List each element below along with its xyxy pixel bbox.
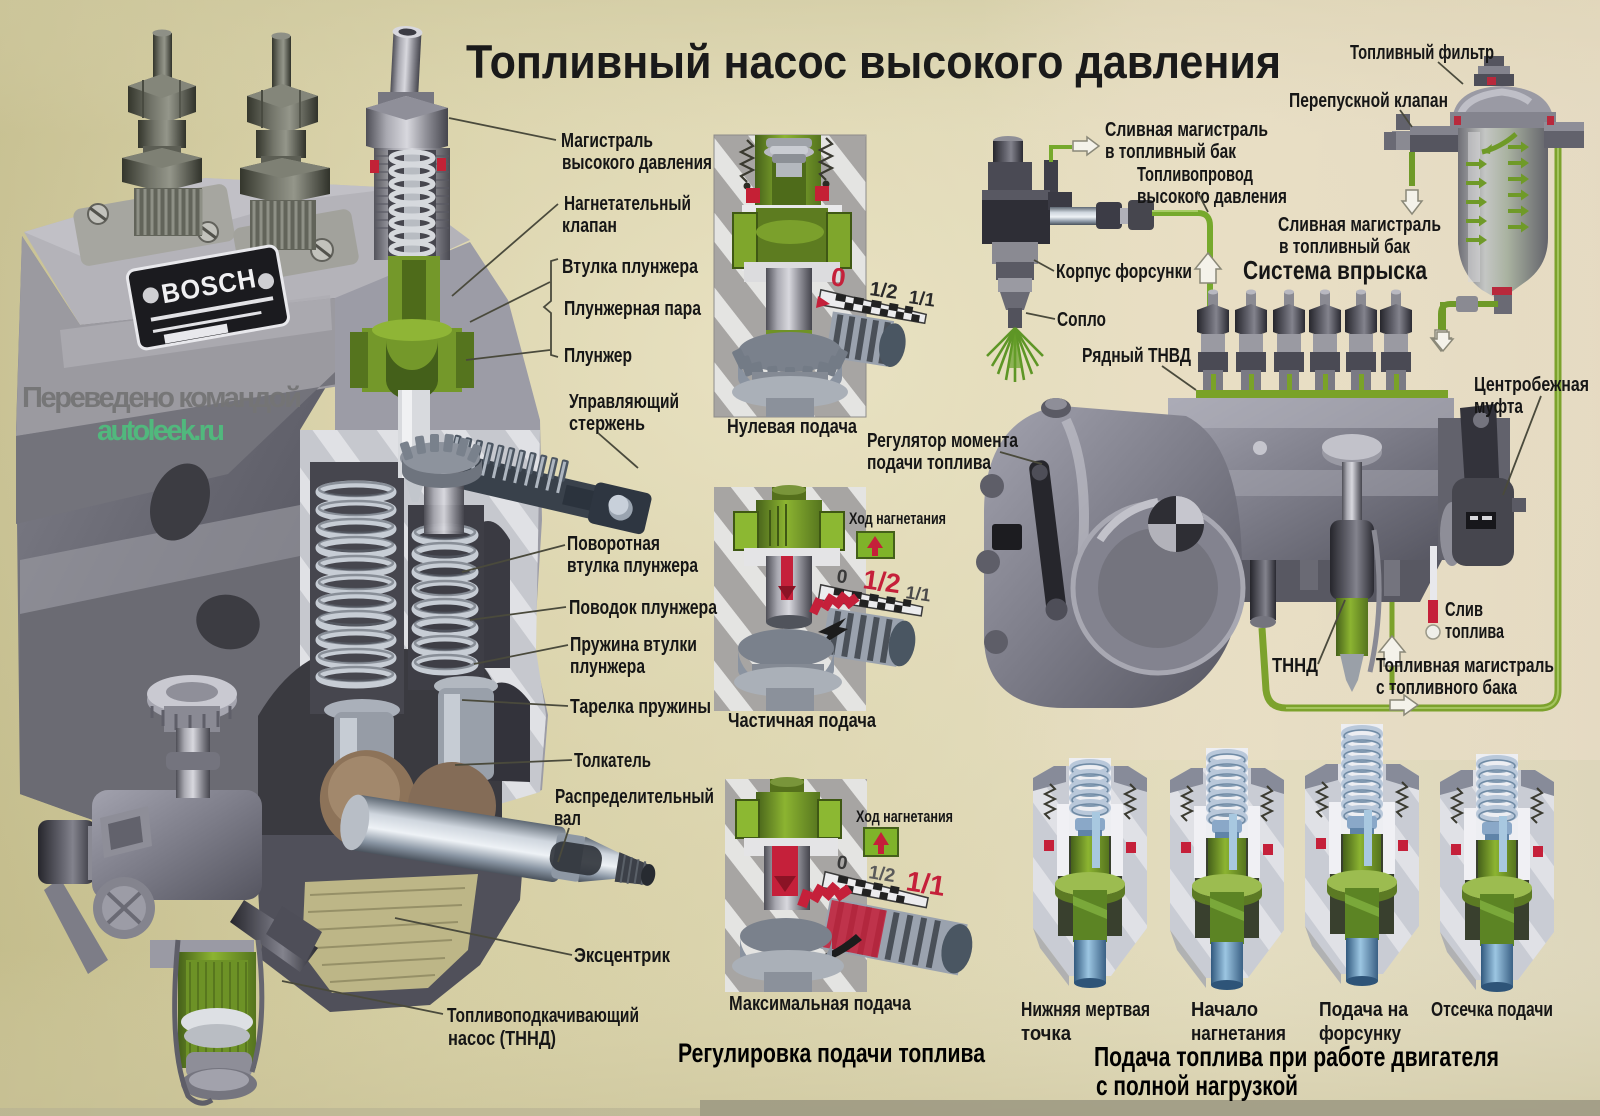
svg-text:Распределительный: Распределительный	[555, 786, 714, 808]
svg-text:Пружина втулки: Пружина втулки	[570, 634, 697, 656]
svg-text:в топливный бак: в топливный бак	[1279, 236, 1411, 258]
svg-text:Ход нагнетания: Ход нагнетания	[856, 807, 953, 826]
svg-text:с полной нагрузкой: с полной нагрузкой	[1096, 1070, 1298, 1101]
svg-text:Система впрыска: Система впрыска	[1243, 255, 1427, 285]
svg-text:Перепускной клапан: Перепускной клапан	[1289, 90, 1448, 112]
svg-text:ТННД: ТННД	[1272, 655, 1318, 677]
svg-text:вал: вал	[554, 808, 581, 830]
svg-text:Плунжерная пара: Плунжерная пара	[564, 298, 702, 320]
svg-text:Поворотная: Поворотная	[567, 533, 660, 555]
svg-text:топлива: топлива	[1445, 621, 1505, 643]
svg-text:высокого давления: высокого давления	[1137, 186, 1287, 208]
svg-text:Нулевая подача: Нулевая подача	[727, 416, 858, 438]
svg-text:autoleek.ru: autoleek.ru	[97, 415, 225, 447]
svg-text:Сливная магистраль: Сливная магистраль	[1278, 214, 1441, 236]
svg-text:нагнетания: нагнетания	[1191, 1023, 1286, 1045]
svg-text:Максимальная подача: Максимальная подача	[729, 993, 912, 1015]
svg-text:Начало: Начало	[1191, 999, 1258, 1021]
svg-text:Центробежная: Центробежная	[1474, 374, 1589, 396]
svg-text:Нижняя мертвая: Нижняя мертвая	[1021, 999, 1150, 1021]
svg-text:подачи топлива: подачи топлива	[867, 452, 992, 474]
svg-text:0: 0	[835, 566, 848, 588]
svg-text:точка: точка	[1021, 1023, 1072, 1045]
svg-text:Слив: Слив	[1445, 599, 1483, 621]
svg-text:Топливный насос высокого давле: Топливный насос высокого давления	[466, 35, 1281, 88]
svg-text:Регулировка подачи топлива: Регулировка подачи топлива	[678, 1038, 986, 1068]
svg-text:1/1: 1/1	[904, 865, 947, 902]
svg-text:стержень: стержень	[569, 413, 645, 435]
svg-text:1/2: 1/2	[867, 862, 896, 887]
svg-text:Управляющий: Управляющий	[569, 391, 679, 413]
svg-text:0: 0	[829, 261, 848, 293]
svg-text:0: 0	[835, 852, 849, 874]
svg-text:Регулятор момента: Регулятор момента	[867, 430, 1019, 452]
svg-text:1/2: 1/2	[861, 564, 902, 599]
svg-text:высокого давления: высокого давления	[562, 152, 712, 174]
svg-text:Магистраль: Магистраль	[561, 130, 653, 152]
svg-text:Частичная подача: Частичная подача	[728, 710, 877, 732]
svg-text:муфта: муфта	[1474, 396, 1524, 418]
svg-text:с топливного бака: с топливного бака	[1376, 677, 1518, 699]
svg-text:втулка плунжера: втулка плунжера	[567, 555, 699, 577]
svg-text:насос (ТННД): насос (ТННД)	[448, 1028, 556, 1050]
svg-text:Эксцентрик: Эксцентрик	[574, 945, 671, 967]
svg-text:Корпус форсунки: Корпус форсунки	[1056, 261, 1192, 283]
svg-text:Топливная магистраль: Топливная магистраль	[1376, 655, 1554, 677]
svg-text:Сопло: Сопло	[1057, 309, 1106, 331]
svg-text:Ход нагнетания: Ход нагнетания	[849, 509, 946, 528]
svg-text:Плунжер: Плунжер	[564, 345, 632, 367]
svg-text:1/1: 1/1	[904, 582, 932, 605]
svg-text:Подача на: Подача на	[1319, 999, 1409, 1021]
svg-text:плунжера: плунжера	[570, 656, 646, 678]
svg-text:Топливопровод: Топливопровод	[1137, 164, 1253, 186]
svg-text:клапан: клапан	[562, 215, 617, 237]
svg-text:1/1: 1/1	[907, 287, 937, 312]
svg-text:Подача топлива при работе двиг: Подача топлива при работе двигателя	[1094, 1041, 1499, 1072]
svg-text:форсунку: форсунку	[1319, 1023, 1402, 1045]
svg-text:в топливный бак: в топливный бак	[1105, 141, 1237, 163]
svg-text:Топливный фильтр: Топливный фильтр	[1350, 42, 1494, 64]
svg-text:Переведено командой: Переведено командой	[22, 382, 302, 414]
svg-text:Сливная магистраль: Сливная магистраль	[1105, 119, 1268, 141]
svg-text:Тарелка пружины: Тарелка пружины	[570, 696, 711, 718]
svg-text:Отсечка подачи: Отсечка подачи	[1431, 999, 1553, 1021]
svg-text:Втулка плунжера: Втулка плунжера	[562, 256, 699, 278]
svg-text:1/2: 1/2	[868, 278, 899, 304]
svg-text:Топливоподкачивающий: Топливоподкачивающий	[447, 1005, 639, 1027]
svg-text:Нагнетательный: Нагнетательный	[564, 193, 691, 215]
svg-text:Поводок плунжера: Поводок плунжера	[569, 597, 718, 619]
svg-text:Рядный ТНВД: Рядный ТНВД	[1082, 345, 1191, 367]
svg-text:Толкатель: Толкатель	[574, 750, 651, 772]
